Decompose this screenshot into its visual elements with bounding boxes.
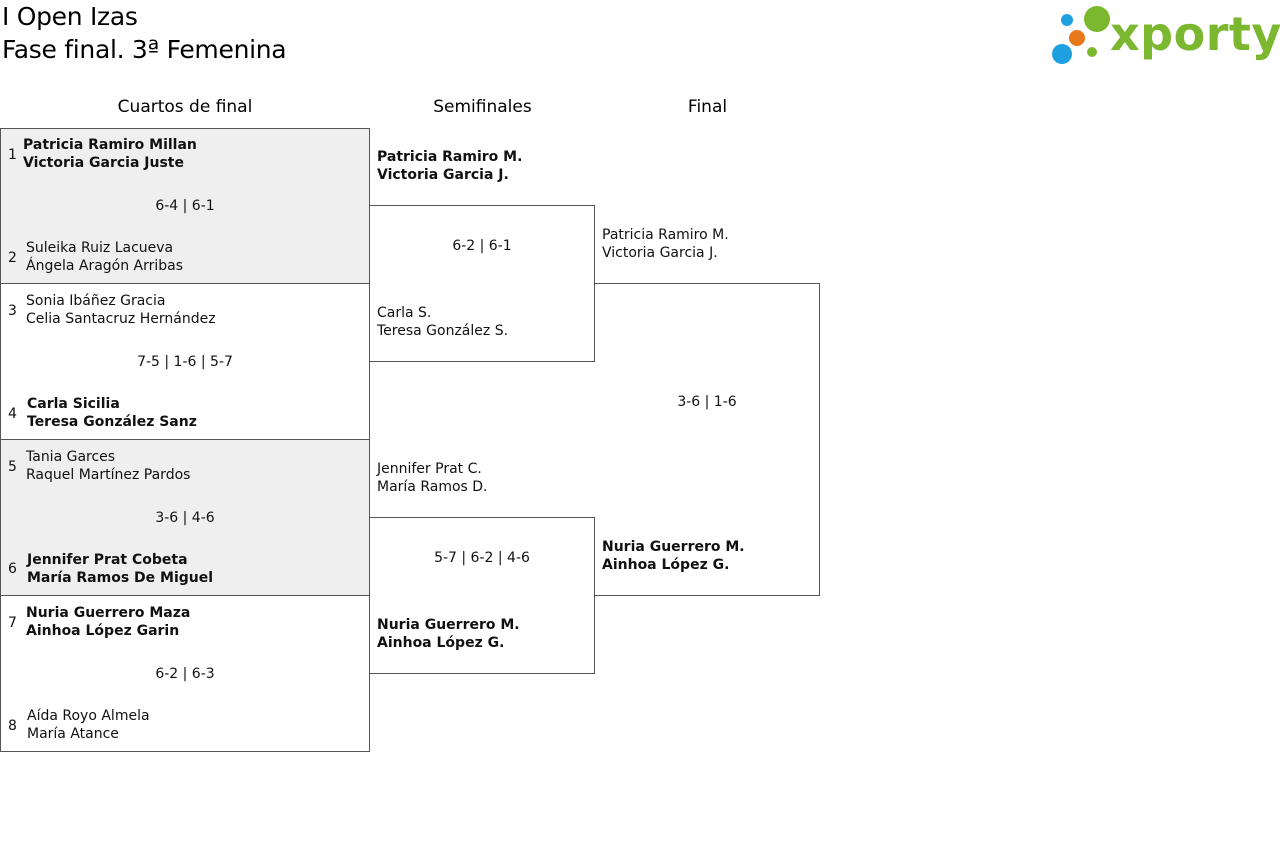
- quarterfinal-match-2: 3 Sonia Ibáñez Gracia Celia Santacruz He…: [0, 283, 370, 440]
- team-pair: Sonia Ibáñez Gracia Celia Santacruz Hern…: [26, 292, 216, 328]
- player-name: Jennifer Prat C.: [377, 461, 482, 477]
- player-name: Victoria Garcia J.: [602, 245, 718, 261]
- player-name: Suleika Ruiz Lacueva: [26, 240, 174, 256]
- player-name: Carla S.: [377, 305, 432, 321]
- team-pair: Jennifer Prat C. María Ramos D.: [377, 460, 488, 496]
- seed-number: 2: [8, 250, 17, 266]
- player-name: Nuria Guerrero M.: [377, 617, 520, 633]
- team-pair: Patricia Ramiro M. Victoria Garcia J.: [602, 226, 729, 262]
- player-name: María Ramos De Miguel: [27, 570, 214, 586]
- xporty-logo: xporty: [1050, 4, 1280, 68]
- team-pair: Jennifer Prat Cobeta María Ramos De Migu…: [27, 551, 213, 587]
- team-pair: Nuria Guerrero Maza Ainhoa López Garin: [26, 604, 190, 640]
- final-match: 3-6 | 1-6: [594, 283, 820, 596]
- round-heading-semifinals: Semifinales: [433, 97, 532, 117]
- player-name: Teresa González S.: [377, 323, 509, 339]
- player-name: María Atance: [27, 726, 119, 742]
- player-name: Raquel Martínez Pardos: [26, 467, 191, 483]
- team-pair: Patricia Ramiro Millan Victoria Garcia J…: [23, 136, 197, 172]
- team-pair: Aída Royo Almela María Atance: [27, 707, 150, 743]
- team-pair: Suleika Ruiz Lacueva Ángela Aragón Arrib…: [26, 239, 183, 275]
- player-name: Ainhoa López G.: [377, 635, 505, 651]
- quarterfinal-match-1: 1 Patricia Ramiro Millan Victoria Garcia…: [0, 128, 370, 284]
- match-score: 5-7 | 6-2 | 4-6: [434, 550, 530, 566]
- seed-number: 6: [8, 561, 17, 577]
- player-name: Carla Sicilia: [27, 396, 120, 412]
- seed-number: 7: [8, 615, 17, 631]
- player-name: Patricia Ramiro M.: [377, 149, 523, 165]
- team-pair: Nuria Guerrero M. Ainhoa López G.: [377, 616, 520, 652]
- round-heading-quarterfinals: Cuartos de final: [117, 97, 253, 117]
- player-name: Nuria Guerrero Maza: [26, 605, 191, 621]
- seed-number: 4: [8, 406, 17, 422]
- logo-text: xporty: [1110, 7, 1280, 61]
- match-score: 6-2 | 6-1: [452, 238, 512, 254]
- player-name: Teresa González Sanz: [27, 414, 197, 430]
- tournament-title: I Open Izas: [2, 2, 138, 31]
- player-name: María Ramos D.: [377, 479, 488, 495]
- quarterfinal-match-4: 7 Nuria Guerrero Maza Ainhoa López Garin…: [0, 595, 370, 752]
- match-score: 6-4 | 6-1: [155, 198, 215, 214]
- player-name: Patricia Ramiro M.: [602, 227, 729, 243]
- match-score: 7-5 | 1-6 | 5-7: [137, 354, 233, 370]
- round-heading-final: Final: [687, 97, 728, 117]
- player-name: Nuria Guerrero M.: [602, 539, 745, 555]
- player-name: Aída Royo Almela: [27, 708, 150, 724]
- seed-number: 3: [8, 303, 17, 319]
- team-pair: Patricia Ramiro M. Victoria Garcia J.: [377, 148, 522, 184]
- player-name: Victoria Garcia J.: [377, 167, 509, 183]
- player-name: Ainhoa López G.: [602, 557, 730, 573]
- player-name: Victoria Garcia Juste: [23, 155, 184, 171]
- seed-number: 8: [8, 718, 17, 734]
- team-pair: Carla S. Teresa González S.: [377, 304, 508, 340]
- player-name: Tania Garces: [26, 449, 116, 465]
- quarterfinal-match-3: 5 Tania Garces Raquel Martínez Pardos 3-…: [0, 439, 370, 596]
- match-score: 3-6 | 4-6: [155, 510, 215, 526]
- seed-number: 1: [8, 147, 17, 163]
- player-name: Ángela Aragón Arribas: [26, 258, 184, 274]
- player-name: Sonia Ibáñez Gracia: [26, 293, 166, 309]
- player-name: Patricia Ramiro Millan: [23, 137, 197, 153]
- team-pair: Tania Garces Raquel Martínez Pardos: [26, 448, 190, 484]
- player-name: Jennifer Prat Cobeta: [27, 552, 188, 568]
- player-name: Ainhoa López Garin: [26, 623, 180, 639]
- team-pair: Carla Sicilia Teresa González Sanz: [27, 395, 197, 431]
- match-score: 6-2 | 6-3: [155, 666, 215, 682]
- logo-dots-icon: [1052, 6, 1110, 64]
- match-score: 3-6 | 1-6: [677, 394, 737, 410]
- team-pair: Nuria Guerrero M. Ainhoa López G.: [602, 538, 745, 574]
- phase-title: Fase final. 3ª Femenina: [2, 35, 287, 64]
- seed-number: 5: [8, 459, 17, 475]
- player-name: Celia Santacruz Hernández: [26, 311, 216, 327]
